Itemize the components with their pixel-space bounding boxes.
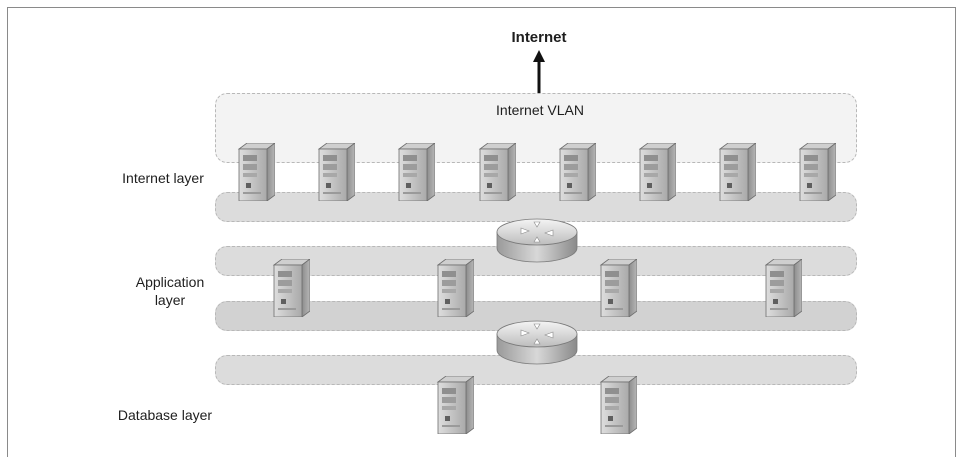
application-server-1 [270, 259, 310, 317]
internet-vlan-label: Internet VLAN [496, 102, 584, 118]
database-server-1 [434, 376, 474, 434]
internet-label: Internet [511, 29, 567, 46]
internet-server-2 [315, 143, 355, 201]
application-server-2 [434, 259, 474, 317]
application-layer-label-line1: Application [135, 274, 205, 290]
router-icon-lower [496, 320, 578, 366]
internet-server-1 [235, 143, 275, 201]
application-server-4 [762, 259, 802, 317]
figure-frame [7, 7, 956, 457]
application-layer-label-line2: layer [154, 292, 186, 308]
internet-server-8 [796, 143, 836, 201]
arrow-up-icon [532, 50, 546, 98]
router-icon-upper [496, 218, 578, 264]
database-server-2 [597, 376, 637, 434]
internet-server-3 [395, 143, 435, 201]
database-layer-label: Database layer [117, 407, 213, 423]
application-server-3 [597, 259, 637, 317]
internet-server-7 [716, 143, 756, 201]
internet-layer-label: Internet layer [122, 170, 204, 186]
internet-server-4 [476, 143, 516, 201]
internet-server-5 [556, 143, 596, 201]
internet-server-6 [636, 143, 676, 201]
